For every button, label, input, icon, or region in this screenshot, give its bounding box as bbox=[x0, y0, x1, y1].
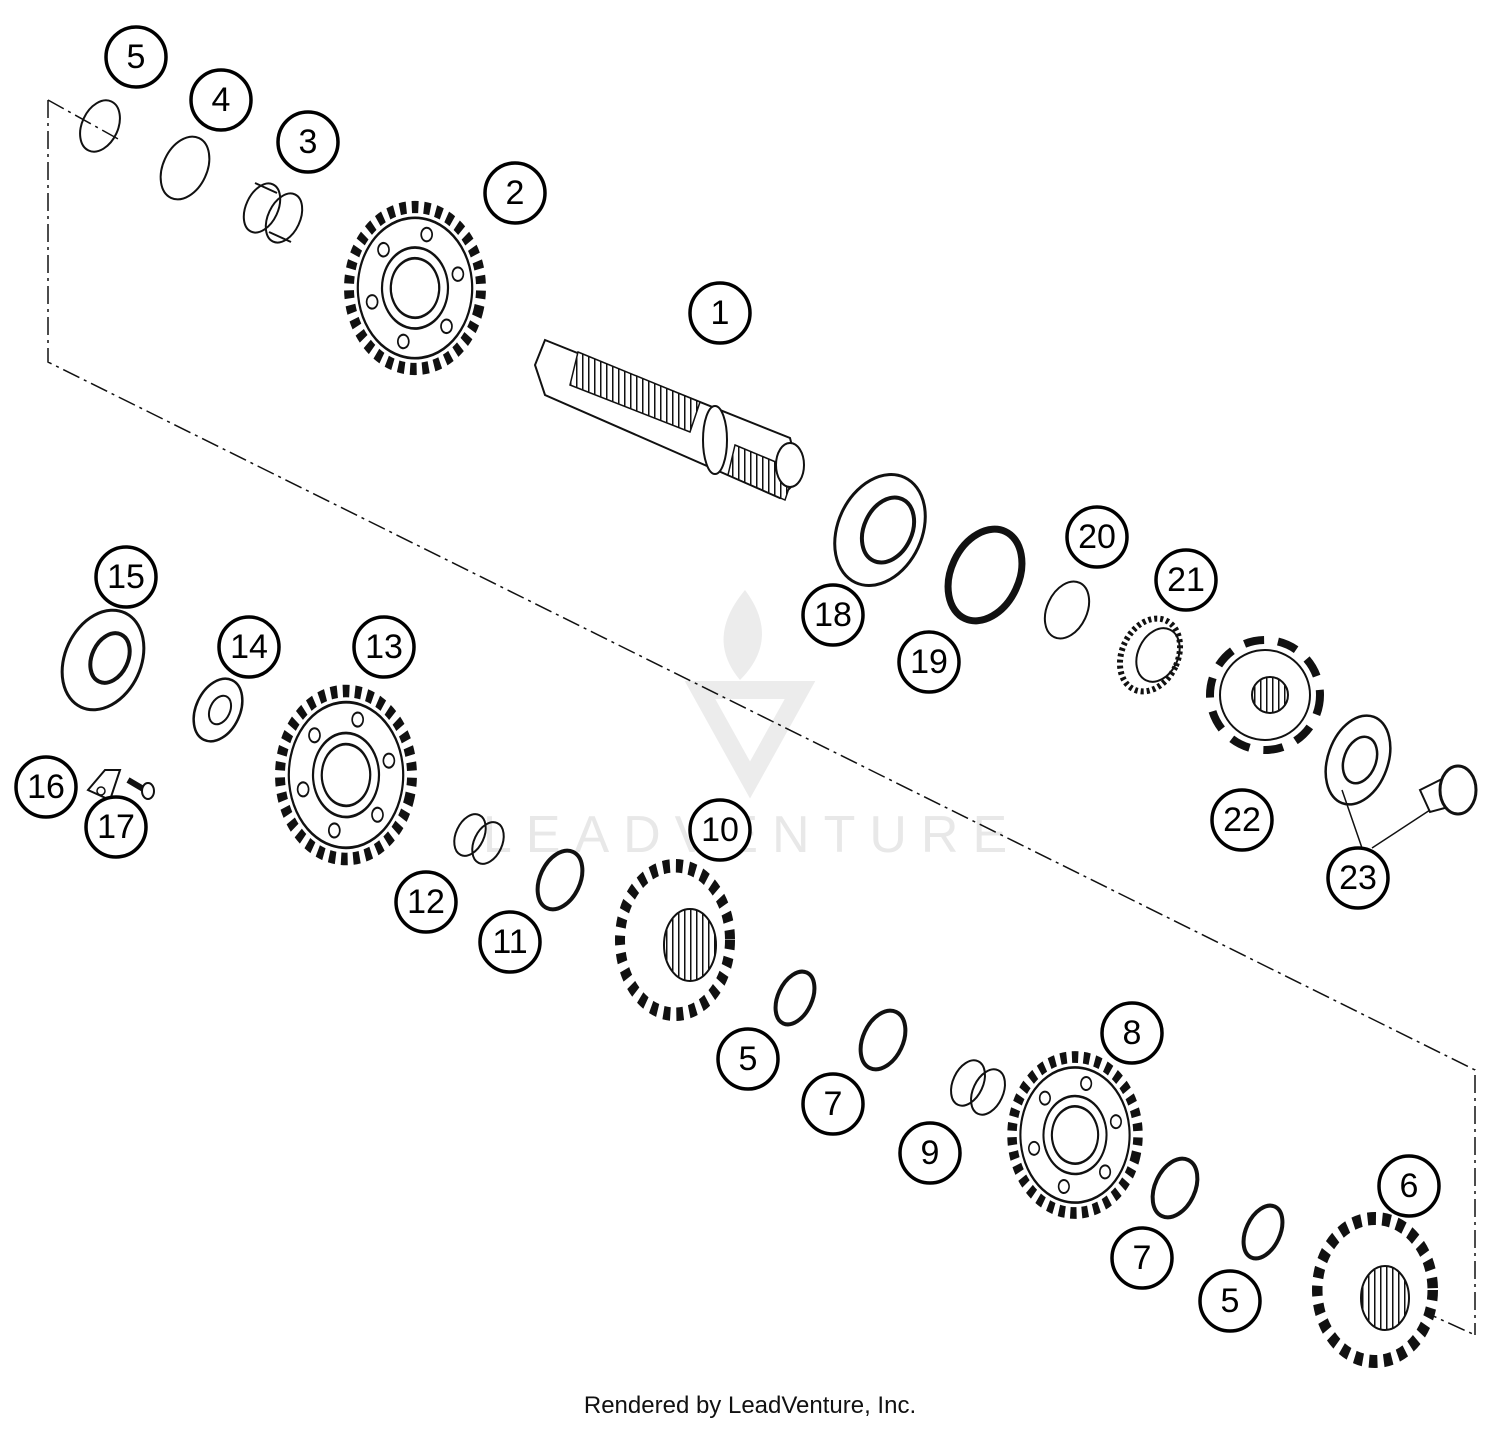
svg-text:9: 9 bbox=[921, 1134, 940, 1172]
callout-11: 11 bbox=[478, 910, 542, 974]
svg-text:7: 7 bbox=[1133, 1239, 1152, 1277]
svg-text:7: 7 bbox=[824, 1085, 843, 1123]
callout-1: 1 bbox=[688, 281, 752, 345]
callout-9: 9 bbox=[898, 1121, 962, 1185]
gear-lower-large bbox=[265, 672, 427, 878]
svg-text:10: 10 bbox=[701, 811, 739, 849]
callout-23: 23 bbox=[1326, 846, 1390, 910]
svg-text:3: 3 bbox=[299, 123, 318, 161]
svg-text:20: 20 bbox=[1078, 518, 1116, 556]
svg-text:5: 5 bbox=[1221, 1282, 1240, 1320]
callout-7-left: 7 bbox=[801, 1072, 865, 1136]
svg-text:6: 6 bbox=[1400, 1167, 1419, 1205]
callout-7-right: 7 bbox=[1110, 1226, 1174, 1290]
main-shaft-part bbox=[533, 338, 805, 502]
washer-lower-2-part bbox=[858, 1008, 908, 1072]
o-ring-part bbox=[1043, 580, 1091, 640]
callout-15: 15 bbox=[94, 545, 158, 609]
callout-23-leaders bbox=[1341, 789, 1431, 849]
svg-text:8: 8 bbox=[1123, 1014, 1142, 1052]
callout-5-middle: 5 bbox=[716, 1027, 780, 1091]
shaft-seal-part bbox=[944, 525, 1026, 625]
gear-upper bbox=[334, 189, 496, 387]
svg-text:12: 12 bbox=[407, 883, 445, 921]
svg-text:5: 5 bbox=[127, 38, 146, 76]
callout-5-top: 5 bbox=[104, 25, 168, 89]
gear-end-part bbox=[1312, 1212, 1439, 1369]
callout-6: 6 bbox=[1377, 1154, 1441, 1218]
circlip-lower-part bbox=[773, 969, 817, 1027]
svg-text:23: 23 bbox=[1339, 859, 1377, 897]
washer-lower-part bbox=[535, 848, 585, 912]
svg-text:4: 4 bbox=[212, 81, 231, 119]
callout-14: 14 bbox=[217, 615, 281, 679]
gear-with-needle-cage-part bbox=[615, 859, 735, 1022]
footer-credit: Rendered by LeadVenture, Inc. bbox=[583, 1392, 917, 1419]
callout-22: 22 bbox=[1210, 788, 1274, 852]
lock-washer-part bbox=[1324, 714, 1392, 806]
watermark-text: LEADVENTURE bbox=[483, 806, 1021, 864]
callout-20: 20 bbox=[1065, 505, 1129, 569]
callout-3: 3 bbox=[276, 110, 340, 174]
callout-13: 13 bbox=[352, 615, 416, 679]
svg-text:14: 14 bbox=[230, 628, 268, 666]
svg-text:13: 13 bbox=[365, 628, 403, 666]
needle-bushing-lower-2-part bbox=[950, 1059, 1006, 1116]
collar-bolt-part bbox=[1418, 764, 1478, 816]
spacer-sleeve-part bbox=[1116, 615, 1184, 695]
washer-lower-3-part bbox=[1150, 1156, 1200, 1220]
sprocket-part bbox=[1206, 636, 1324, 754]
watermark-logo: LEADVENTURE bbox=[483, 590, 1021, 864]
svg-text:17: 17 bbox=[97, 808, 135, 846]
retaining-plate-part bbox=[86, 769, 122, 802]
callout-18: 18 bbox=[801, 583, 865, 647]
needle-bushing-lower-part bbox=[453, 813, 505, 865]
screw-part bbox=[126, 777, 155, 800]
callout-10: 10 bbox=[688, 798, 752, 862]
callout-4: 4 bbox=[189, 68, 253, 132]
callout-2: 2 bbox=[483, 161, 547, 225]
svg-text:2: 2 bbox=[506, 174, 525, 212]
svg-text:19: 19 bbox=[910, 643, 948, 681]
bearing-part bbox=[833, 473, 927, 587]
gear-lower-right bbox=[998, 1039, 1152, 1230]
callout-21: 21 bbox=[1154, 548, 1218, 612]
svg-text:18: 18 bbox=[814, 596, 852, 634]
circlip-lower-2-part bbox=[1241, 1203, 1285, 1261]
svg-text:11: 11 bbox=[492, 923, 527, 961]
washer-part bbox=[159, 135, 211, 201]
svg-text:16: 16 bbox=[27, 768, 65, 806]
callout-17: 17 bbox=[84, 795, 148, 859]
callout-12: 12 bbox=[394, 870, 458, 934]
callout-5-bottom: 5 bbox=[1198, 1269, 1262, 1333]
thrust-washer-part bbox=[192, 677, 244, 743]
callout-16: 16 bbox=[14, 755, 78, 819]
bearing-lower-part bbox=[60, 608, 146, 712]
needle-bushing-part bbox=[242, 182, 304, 244]
svg-text:22: 22 bbox=[1223, 801, 1261, 839]
callout-19: 19 bbox=[897, 630, 961, 694]
callout-8: 8 bbox=[1100, 1001, 1164, 1065]
circlip-part bbox=[79, 99, 121, 153]
svg-text:5: 5 bbox=[739, 1040, 758, 1078]
svg-text:21: 21 bbox=[1167, 561, 1205, 599]
svg-text:1: 1 bbox=[711, 294, 730, 332]
svg-text:15: 15 bbox=[107, 558, 145, 596]
